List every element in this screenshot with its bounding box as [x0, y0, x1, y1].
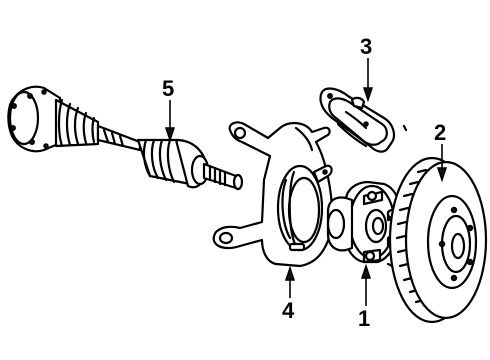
brake-pad-set: [319, 87, 408, 153]
axle-bar: [96, 124, 142, 152]
callout-3: 3: [360, 34, 374, 103]
axle-shaft-assembly: [7, 85, 244, 191]
callout-1: 1: [358, 263, 372, 331]
callout-2: 2: [434, 120, 448, 183]
callout-number-1: 1: [358, 306, 370, 331]
brake-rotor: [388, 156, 488, 324]
steering-knuckle: [212, 121, 334, 268]
callout-number-4: 4: [282, 298, 295, 323]
splined-stub-shaft: [202, 162, 244, 191]
inner-cv-housing: [7, 85, 62, 153]
callout-number-2: 2: [434, 120, 446, 145]
callout-number-3: 3: [360, 34, 372, 59]
callout-4: 4: [282, 265, 296, 323]
callout-5: 5: [162, 76, 176, 143]
rotor-vent-lines: [395, 168, 428, 304]
callout-number-5: 5: [162, 76, 174, 101]
inner-cv-boot: [54, 98, 100, 148]
